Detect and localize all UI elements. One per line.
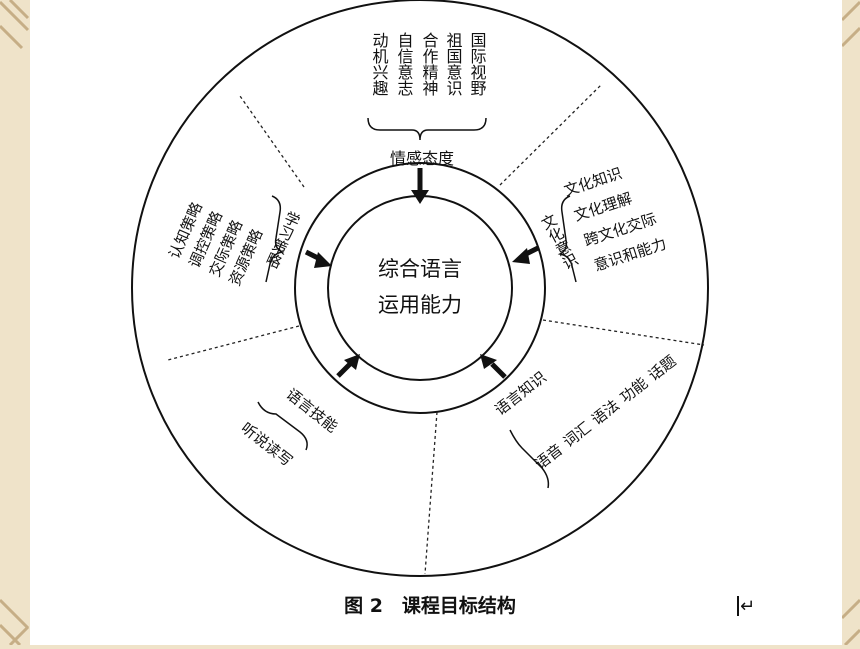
skills-brace: [257, 401, 308, 451]
culture-brace: [557, 195, 577, 283]
skills-item: 听说读写: [238, 419, 296, 470]
strategy-brace: [265, 195, 285, 283]
arrowhead-culture: [512, 248, 530, 264]
attitude-item: 动机兴趣: [370, 32, 389, 96]
corner-ornament-br: [840, 598, 860, 645]
arrowhead-knowledge: [480, 354, 497, 369]
arrows: [304, 168, 540, 379]
culture-segment: 文化意识 文化知识 文化理解 跨文化交际 意识和能力: [537, 164, 669, 283]
paragraph-mark: ↵: [740, 596, 755, 617]
corner-ornament-tr: [840, 0, 860, 48]
corner-ornament-bl: [0, 598, 30, 645]
knowledge-brace: [509, 429, 550, 489]
arrowhead-skills: [344, 354, 360, 370]
knowledge-segment: 语言知识 语音 词汇 语法 功能 话题: [491, 352, 680, 489]
attitude-segment: 国际视野 祖国意识 合作精神 自信意志 动机兴趣 情感态度: [367, 32, 487, 168]
strategy-segment: 学习策略 认知策略 调控策略 交际策略 资源策略: [165, 195, 303, 288]
middle-ring: [294, 162, 546, 414]
divider-upper-right: [499, 83, 603, 186]
goal-structure-diagram: 综合语言 运用能力 国际视野 祖国意识 合作精神 自信意志 动机兴趣 情感态度 …: [131, 0, 755, 617]
knowledge-item: 词汇: [560, 418, 595, 451]
outer-circle: [131, 0, 709, 577]
attitude-title: 情感态度: [390, 149, 454, 168]
divider-bottom: [424, 411, 438, 575]
knowledge-title: 语言知识: [491, 368, 549, 419]
figure-caption: 图 2 课程目标结构: [344, 594, 516, 617]
center-line-1: 综合语言: [378, 257, 462, 281]
arrowhead-strategy: [314, 252, 332, 268]
attitude-brace: [367, 117, 487, 141]
arrow-knowledge: [490, 362, 507, 379]
knowledge-item: 话题: [645, 352, 680, 385]
attitude-item: 自信意志: [395, 32, 414, 96]
corner-ornament-tl: [0, 0, 30, 50]
arrowhead-attitude: [411, 190, 429, 204]
divider-lower-left: [167, 325, 300, 361]
skills-segment: 语言技能 听说读写: [238, 385, 341, 470]
center-line-2: 运用能力: [378, 293, 462, 317]
attitude-item: 国际视野: [468, 32, 487, 96]
figure-card: 综合语言 运用能力 国际视野 祖国意识 合作精神 自信意志 动机兴趣 情感态度 …: [30, 0, 842, 645]
attitude-item: 合作精神: [420, 32, 439, 96]
divider-upper-left: [239, 95, 305, 188]
arrow-skills: [336, 361, 353, 378]
attitude-item: 祖国意识: [444, 32, 463, 96]
knowledge-item: 语法: [588, 396, 623, 429]
segment-dividers: [167, 83, 705, 575]
divider-lower-right: [542, 319, 705, 346]
culture-title: 文化意识: [537, 211, 581, 273]
knowledge-item: 语音: [531, 440, 566, 473]
inner-circle: [327, 195, 513, 381]
knowledge-item: 功能: [616, 374, 651, 407]
skills-title: 语言技能: [283, 385, 341, 436]
